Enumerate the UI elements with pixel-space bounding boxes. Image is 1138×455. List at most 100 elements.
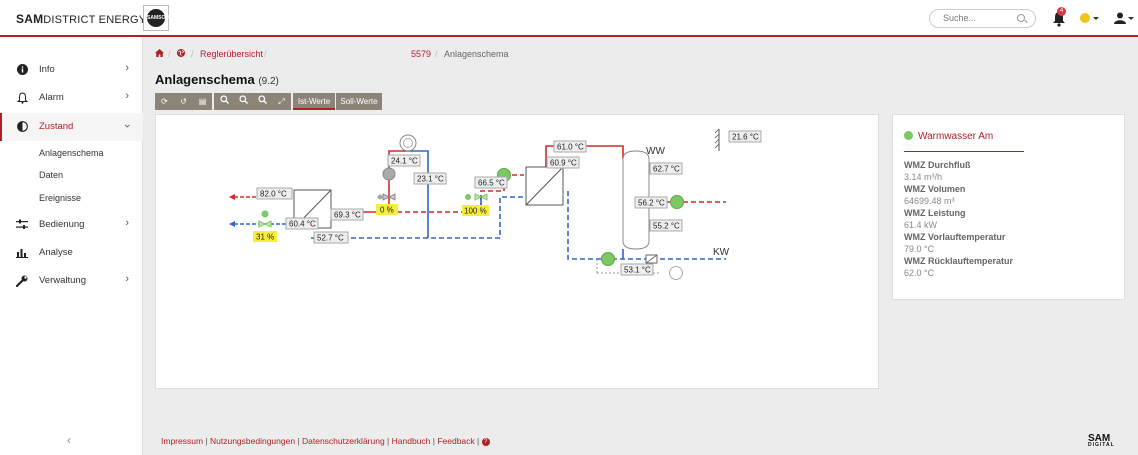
label-kw: KW xyxy=(713,247,730,258)
reading-24-1[interactable]: 24.1 °C xyxy=(391,157,418,166)
status-dot-icon xyxy=(904,131,913,140)
wmz-ruecklauf-value: 62.0 °C xyxy=(904,268,935,278)
reading-82-0[interactable]: 82.0 °C xyxy=(260,190,287,199)
reading-55-2[interactable]: 55.2 °C xyxy=(653,222,680,231)
sidebar-item-analyse[interactable]: Analyse xyxy=(0,239,143,267)
sidebar-item-label: Bedienung xyxy=(39,219,85,230)
wmz-durchfluss-value: 3.14 m³/h xyxy=(904,172,943,182)
user-chevron-down-icon[interactable] xyxy=(1128,17,1134,20)
plant-schematic: WW KW 82.0 °C 60.4 °C 69.3 °C 52.7 °C 24… xyxy=(155,114,879,389)
wmz-vorlauf-label: WMZ Vorlauftemperatur xyxy=(904,232,1006,242)
sidebar-collapse-chevron-left-icon[interactable]: ‹ xyxy=(67,433,71,447)
refresh-icon[interactable]: ⟳ xyxy=(161,97,168,106)
plant-schematic-canvas: WW KW 82.0 °C 60.4 °C 69.3 °C 52.7 °C 24… xyxy=(229,128,762,280)
search-input[interactable]: Suche... xyxy=(929,9,1036,28)
reading-61-0[interactable]: 61.0 °C xyxy=(557,143,584,152)
sidebar-subitem-anlagenschema[interactable]: Anlagenschema xyxy=(39,148,104,158)
panel-title[interactable]: Warmwasser Am xyxy=(918,131,994,142)
valve-position-0[interactable]: 0 % xyxy=(380,206,394,215)
reading-52-7[interactable]: 52.7 °C xyxy=(317,234,344,243)
user-icon[interactable] xyxy=(1114,12,1126,24)
breadcrumb-separator: / xyxy=(191,49,194,59)
sidebar-item-label: Info xyxy=(39,64,55,75)
reading-53-1[interactable]: 53.1 °C xyxy=(624,266,651,275)
footer-logo-sub: DIGITAL xyxy=(1088,442,1115,448)
tab-soll-werte[interactable]: Soll-Werte xyxy=(336,93,382,110)
bell-icon xyxy=(16,92,28,104)
reading-60-9[interactable]: 60.9 °C xyxy=(550,159,577,168)
footer-link-datenschutz[interactable]: Datenschutzerklärung xyxy=(302,436,385,446)
valve-position-31[interactable]: 31 % xyxy=(256,233,274,242)
zoom-reset-icon[interactable] xyxy=(253,93,272,110)
help-icon[interactable]: ? xyxy=(481,437,490,446)
reading-60-4[interactable]: 60.4 °C xyxy=(289,220,316,229)
wmz-leistung-value: 61.4 kW xyxy=(904,220,938,230)
tab-ist-werte[interactable]: Ist-Werte xyxy=(293,93,335,110)
reading-23-1[interactable]: 23.1 °C xyxy=(417,175,444,184)
reading-69-3[interactable]: 69.3 °C xyxy=(334,211,361,220)
wmz-volumen-value: 64699.48 m³ xyxy=(904,196,955,206)
sidebar-item-zustand[interactable]: Zustand › xyxy=(0,113,143,141)
footer-link-impressum[interactable]: Impressum xyxy=(161,436,204,446)
valve-position-100[interactable]: 100 % xyxy=(464,207,487,216)
breadcrumb-current-page: Anlagenschema xyxy=(444,49,509,59)
detail-panel xyxy=(892,114,1125,300)
toolbar-group-view: ⟳ ↺ ▤ xyxy=(155,93,212,110)
sidebar-item-label: Verwaltung xyxy=(39,275,87,286)
layout-icon[interactable]: ▤ xyxy=(198,97,207,106)
info-icon xyxy=(16,64,28,76)
samson-logo-text: SAMSON xyxy=(147,9,169,27)
top-header: SAMDISTRICT ENERGY SAMSON Suche... 4 xyxy=(0,0,1138,37)
status-chevron-down-icon[interactable] xyxy=(1093,17,1099,20)
wmz-vorlauf-value: 79.0 °C xyxy=(904,244,935,254)
zoom-in-icon[interactable] xyxy=(234,93,253,110)
page-title: Anlagenschema (9.2) xyxy=(155,72,279,87)
sidebar: Info › Alarm › Zustand › Anlagenschema D… xyxy=(0,37,143,455)
sidebar-item-bedienung[interactable]: Bedienung › xyxy=(0,211,143,239)
bar-chart-icon xyxy=(16,247,28,259)
reading-outdoor-21-6[interactable]: 21.6 °C xyxy=(732,133,759,142)
sidebar-subitem-ereignisse[interactable]: Ereignisse xyxy=(39,193,82,203)
sidebar-item-verwaltung[interactable]: Verwaltung › xyxy=(0,267,143,295)
footer-link-feedback[interactable]: Feedback xyxy=(437,436,475,446)
footer-link-nutzungsbedingungen[interactable]: Nutzungsbedingungen xyxy=(209,436,296,446)
footer-link-handbuch[interactable]: Handbuch xyxy=(391,436,431,446)
chevron-right-icon: › xyxy=(125,217,129,229)
home-icon[interactable] xyxy=(155,49,164,57)
breadcrumb-separator: / xyxy=(264,49,267,59)
wrench-icon xyxy=(15,275,28,288)
sidebar-subitem-daten[interactable]: Daten xyxy=(39,170,64,180)
reading-66-5[interactable]: 66.5 °C xyxy=(478,179,505,188)
chevron-right-icon: › xyxy=(125,273,129,285)
status-indicator-icon[interactable] xyxy=(1080,13,1090,23)
samson-logo[interactable]: SAMSON xyxy=(143,5,169,31)
globe-icon[interactable] xyxy=(177,49,185,57)
history-icon[interactable]: ↺ xyxy=(180,97,187,106)
sidebar-item-label: Alarm xyxy=(39,92,64,103)
wmz-ruecklauf-label: WMZ Rücklauftemperatur xyxy=(904,256,1014,266)
fullscreen-icon[interactable]: ⤢ xyxy=(278,97,285,106)
wmz-durchfluss-label: WMZ Durchfluß xyxy=(904,160,971,170)
reading-56-2[interactable]: 56.2 °C xyxy=(638,199,665,208)
notification-count-badge: 4 xyxy=(1057,7,1066,16)
reading-62-7[interactable]: 62.7 °C xyxy=(653,165,680,174)
sliders-icon xyxy=(16,219,28,231)
search-icon[interactable] xyxy=(1017,14,1025,22)
breadcrumb-controller-id[interactable]: 5579 xyxy=(411,49,432,59)
half-circle-icon xyxy=(16,121,28,133)
chevron-right-icon: › xyxy=(125,62,129,74)
toolbar-group-zoom: ⤢ xyxy=(214,93,291,110)
breadcrumb-separator: / xyxy=(168,49,171,59)
zoom-out-icon[interactable] xyxy=(215,93,234,110)
breadcrumb-regleruebersicht[interactable]: Reglerübersicht xyxy=(200,49,264,59)
sidebar-item-info[interactable]: Info › xyxy=(0,56,143,84)
panel-divider xyxy=(904,151,1024,152)
brand-logo[interactable]: SAMDISTRICT ENERGY xyxy=(16,12,147,26)
brand-name: DISTRICT ENERGY xyxy=(43,14,147,26)
page-version: (9.2) xyxy=(258,76,279,87)
breadcrumb-separator: / xyxy=(435,49,438,59)
wmz-leistung-label: WMZ Leistung xyxy=(904,208,966,218)
sidebar-item-label: Zustand xyxy=(39,121,74,132)
sidebar-item-alarm[interactable]: Alarm › xyxy=(0,84,143,112)
